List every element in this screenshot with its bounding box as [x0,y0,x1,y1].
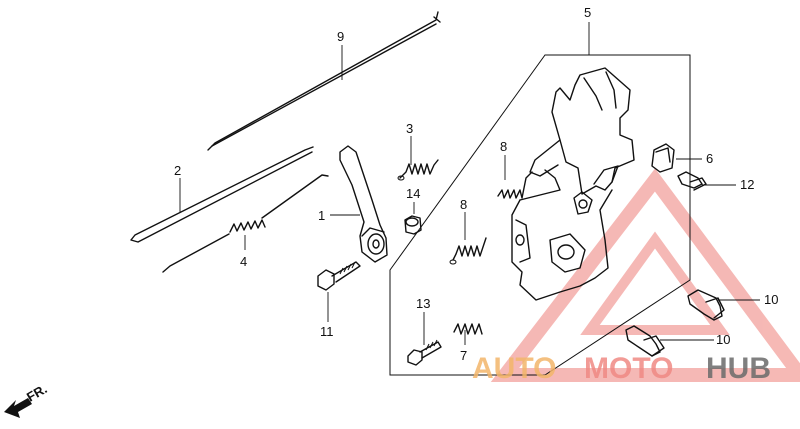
bolt-10-upper [687,289,725,321]
callout-14: 14 [406,186,420,201]
bracket-5 [511,67,635,301]
watermark-text: AUTO MOTO HUB [472,352,771,385]
callout-11: 11 [320,324,334,339]
leader-lines [179,22,760,345]
panel-outline [389,54,691,376]
callouts: 1 2 3 4 5 6 7 8 8 9 10 10 11 12 13 14 [174,5,778,363]
callout-4: 4 [240,254,247,269]
callout-12: 12 [740,177,754,192]
bushing-14 [404,215,422,235]
callout-2: 2 [174,163,181,178]
direction-indicator: FR. [4,381,50,418]
callout-10-lower: 10 [716,332,730,347]
watermark-auto: AUTO [472,352,556,385]
spring-8-lower [449,237,487,265]
clip-6 [651,143,675,173]
rod-9 [207,11,441,151]
bolt-11 [317,261,361,291]
rod-4 [162,174,329,273]
callout-9: 9 [337,29,344,44]
callout-8-upper: 8 [500,139,507,154]
spring-7 [453,323,483,335]
rod-2 [130,146,314,243]
front-arrow-icon [4,398,32,418]
watermark-hub: HUB [706,352,771,385]
callout-10-upper: 10 [764,292,778,307]
lever-arm-1 [339,145,388,263]
callout-5: 5 [584,5,591,20]
bolt-10-lower [625,325,665,357]
bolt-13 [407,339,442,366]
callout-13: 13 [416,296,430,311]
callout-7: 7 [460,348,467,363]
watermark-moto: MOTO [584,352,673,385]
spring-8-upper [497,171,533,199]
callout-6: 6 [706,151,713,166]
callout-3: 3 [406,121,413,136]
watermark-logo [490,168,800,382]
bolt-12 [677,171,707,191]
callout-8-lower: 8 [460,197,467,212]
spring-3 [397,159,439,181]
callout-1: 1 [318,208,325,223]
